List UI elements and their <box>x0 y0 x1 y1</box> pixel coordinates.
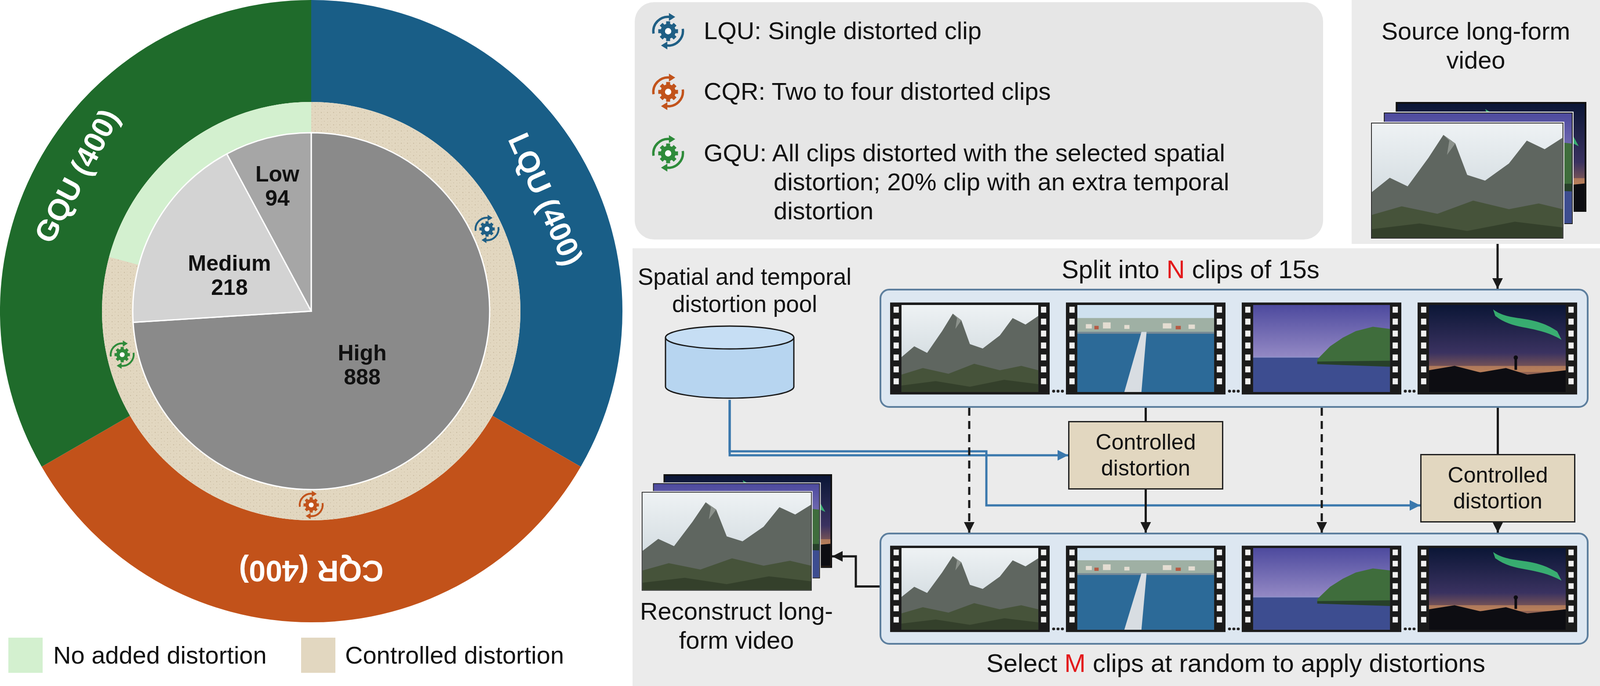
outer-ring <box>0 0 623 623</box>
gear-icon <box>648 11 688 51</box>
slice-label: Medium 218 <box>188 251 272 300</box>
node-text: Controlled distortion <box>1075 429 1216 482</box>
node-text: LQU: Single distorted clip <box>703 16 1320 46</box>
connector-arrow <box>1496 522 1499 533</box>
connector-arrow <box>1144 489 1147 533</box>
connector-arrow <box>729 400 1069 456</box>
slice-label: High 888 <box>337 341 387 390</box>
node-text: Reconstruct long-form video <box>622 596 851 655</box>
process-box: Controlled distortion <box>1420 454 1576 523</box>
gear-icon <box>653 135 683 172</box>
legend-text: Controlled distortion <box>345 641 564 670</box>
film-clips <box>890 302 1578 395</box>
node-text: Spatial and temporal distortion pool <box>625 263 864 319</box>
node-text: CQR: Two to four distorted clips <box>703 76 1320 106</box>
clip-strip: Select M clips at random to apply distor… <box>879 532 1589 645</box>
segment-label: CQR (400) <box>239 554 384 589</box>
video-stack <box>640 474 833 592</box>
process-box: Controlled distortion <box>1068 421 1224 490</box>
middle-ring <box>101 101 521 521</box>
cylinder-shape <box>665 326 794 399</box>
slice-label: Low 94 <box>255 162 300 211</box>
connector-arrow <box>968 407 971 533</box>
gear-icon <box>653 13 683 50</box>
gear-icon <box>648 133 688 174</box>
pie <box>132 132 490 490</box>
video-stack <box>640 474 833 592</box>
legend-swatch <box>8 637 43 673</box>
connector-arrow <box>1496 243 1499 289</box>
connector-arrow <box>1496 407 1499 455</box>
cylinder-shape <box>663 324 796 400</box>
source-panel: Source long-form video <box>1351 0 1600 244</box>
film-clips <box>881 290 1587 407</box>
node-text: Controlled distortion <box>1427 462 1568 515</box>
clip-strip: Split into N clips of 15s <box>879 288 1589 408</box>
film-clips <box>881 534 1587 644</box>
connector-arrow <box>832 556 880 587</box>
connector-arrow <box>729 400 1421 506</box>
legend-swatch <box>301 637 336 673</box>
video-stack <box>1370 101 1587 240</box>
gear-icon <box>648 72 688 112</box>
video-stack <box>1370 101 1587 240</box>
node-text: Source long-form video <box>1370 16 1582 75</box>
segment-label: GQU (400) <box>27 103 127 249</box>
legend-panel: LQU: Single distorted clipCQR: Two to fo… <box>634 2 1324 240</box>
video-stack-node: Reconstruct long-form video <box>640 474 833 592</box>
gear-icon <box>653 73 683 111</box>
node-text: Split into N clips of 15s <box>992 254 1389 285</box>
gear-icons <box>110 214 499 520</box>
node-text: Select M clips at random to apply distor… <box>906 648 1566 679</box>
legend-text: No added distortion <box>53 641 267 670</box>
connector-arrow <box>1144 407 1147 422</box>
node-text: GQU: All clips distorted with the select… <box>703 138 1320 226</box>
segment-label: LQU (400) <box>501 127 591 271</box>
connector-arrow <box>1320 407 1324 533</box>
film-clips <box>890 545 1578 633</box>
database-cylinder: Spatial and temporal distortion pool <box>663 324 796 400</box>
